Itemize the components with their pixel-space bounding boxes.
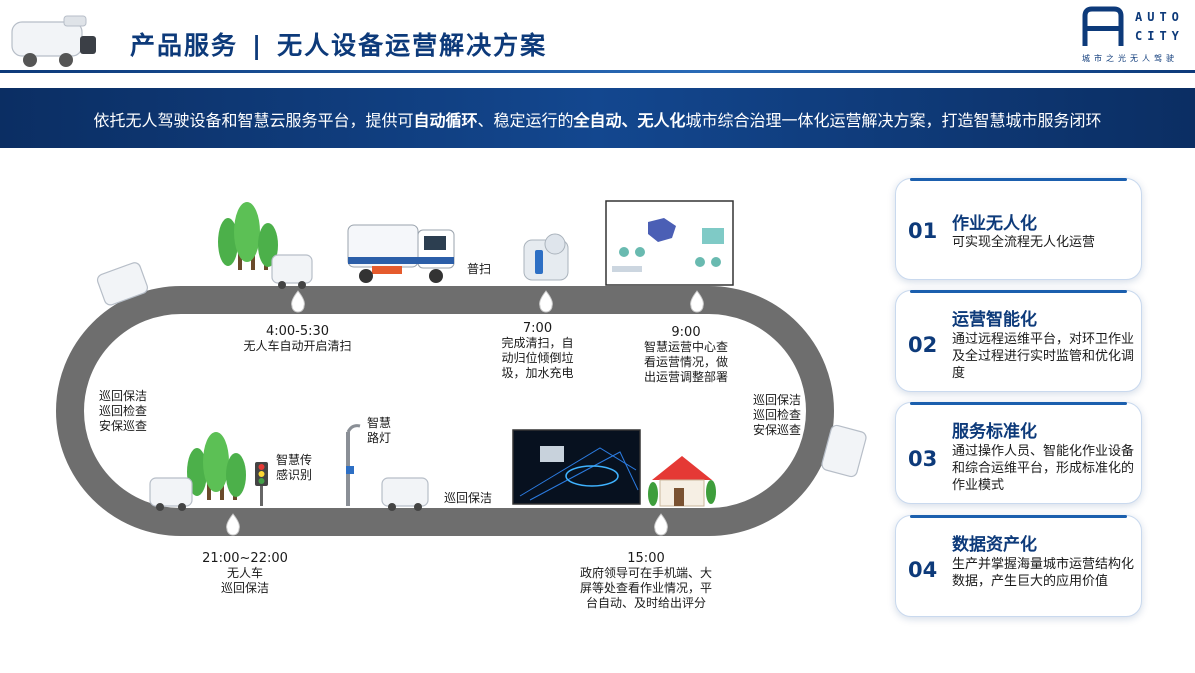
sweeper-vehicle-icon-3 [150,478,192,511]
left-patrol-line-1: 巡回保洁 [99,389,147,404]
stop-9am-desc-1: 智慧运营中心查 [636,340,736,355]
street-light-label: 智慧 路灯 [367,416,391,446]
card-title: 服务标准化 [952,417,1037,442]
card-title: 运营智能化 [952,305,1037,330]
street-light-icon [346,426,360,506]
feature-card-01: 01 作业无人化 可实现全流程无人化运营 [895,178,1142,280]
card-number: 04 [908,558,937,582]
tree-icon-bottom [187,432,246,500]
vehicle-logo-image [4,12,104,70]
card-title: 作业无人化 [952,209,1037,234]
right-patrol-line-2: 巡回检查 [753,408,801,423]
card-description: 生产并掌握海量城市运营结构化数据，产生巨大的应用价值 [952,556,1136,590]
stop-7am-desc-1: 完成清扫，自 [490,336,585,351]
card-accent [910,515,1127,518]
traffic-sensing-label-2: 感识别 [276,468,312,483]
sweeper-vehicle-icon-2 [272,255,312,289]
stop-21pm-desc-2: 巡回保洁 [185,581,305,596]
stop-9am-desc-3: 出运营调整部署 [636,370,736,385]
logo-text-city: CITY [1135,29,1184,43]
stop-7am: 7:00 完成清扫，自 动归位倾倒垃 圾，加水充电 [490,321,585,381]
stop-9am-time: 9:00 [636,325,736,340]
sweeper-vehicle-icon-4 [382,478,428,511]
card-title: 数据资产化 [952,530,1037,555]
stop-4am-desc: 无人车自动开启清扫 [225,339,370,354]
traffic-sensing-label-1: 智慧传 [276,453,312,468]
card-number: 01 [908,219,937,243]
card-description: 通过远程运维平台，对环卫作业及全过程进行实时监管和优化调度 [952,331,1136,382]
tree-icon-top [218,202,278,270]
traffic-light-icon [255,462,268,506]
logo-subtitle: 城市之光无人驾驶 [1082,53,1178,64]
card-accent [910,290,1127,293]
left-patrol-line-2: 巡回检查 [99,404,147,419]
right-patrol-labels: 巡回保洁 巡回检查 安保巡查 [753,393,801,438]
logo-text-auto: AUTO [1135,10,1184,24]
stop-21pm: 21:00~22:00 无人车 巡回保洁 [185,551,305,596]
sweep-label: 普扫 [467,262,491,277]
auto-city-logo-icon [1082,6,1124,48]
stop-7am-time: 7:00 [490,321,585,336]
stop-21pm-time: 21:00~22:00 [185,551,305,566]
header-divider [0,70,1195,73]
banner-text: 依托无人驾驶设备和智慧云服务平台，提供可自动循环、稳定运行的全自动、无人化城市综… [0,107,1195,131]
stop-4am: 4:00-5:30 无人车自动开启清扫 [225,324,370,354]
street-sweeper-truck-icon [348,225,454,283]
right-patrol-line-1: 巡回保洁 [753,393,801,408]
city-monitor-screen-image [513,430,640,504]
card-description: 可实现全流程无人化运营 [952,234,1136,251]
card-accent [910,178,1127,181]
stop-4am-time: 4:00-5:30 [225,324,370,339]
stop-7am-desc-3: 圾，加水充电 [490,366,585,381]
stop-15pm-desc-1: 政府领导可在手机端、大 [566,566,726,581]
stop-15pm: 15:00 政府领导可在手机端、大 屏等处查看作业情况，平 台自动、及时给出评分 [566,551,726,611]
street-light-label-1: 智慧 [367,416,391,431]
patrol-clean-label: 巡回保洁 [444,491,492,506]
stop-21pm-desc-1: 无人车 [185,566,305,581]
charging-station-icon [524,234,568,280]
card-description: 通过操作人员、智能化作业设备和综合运维平台，形成标准化的作业模式 [952,443,1136,494]
card-accent [910,402,1127,405]
feature-card-03: 03 服务标准化 通过操作人员、智能化作业设备和综合运维平台，形成标准化的作业模… [895,402,1142,504]
stop-15pm-desc-3: 台自动、及时给出评分 [566,596,726,611]
stop-9am-desc-2: 看运营情况，做 [636,355,736,370]
feature-card-04: 04 数据资产化 生产并掌握海量城市运营结构化数据，产生巨大的应用价值 [895,515,1142,617]
stop-9am: 9:00 智慧运营中心查 看运营情况，做 出运营调整部署 [636,325,736,385]
right-patrol-line-3: 安保巡查 [753,423,801,438]
page-title: 产品服务|无人设备运营解决方案 [130,26,547,62]
street-light-label-2: 路灯 [367,431,391,446]
left-patrol-line-3: 安保巡查 [99,419,147,434]
stop-7am-desc-2: 动归位倾倒垃 [490,351,585,366]
card-number: 03 [908,447,937,471]
stop-15pm-time: 15:00 [566,551,726,566]
feature-card-02: 02 运营智能化 通过远程运维平台，对环卫作业及全过程进行实时监管和优化调度 [895,290,1142,392]
card-number: 02 [908,333,937,357]
traffic-sensing-label: 智慧传 感识别 [276,453,312,483]
left-patrol-labels: 巡回保洁 巡回检查 安保巡查 [99,389,147,434]
house-icon [648,456,716,506]
dashboard-screen-image [606,201,733,285]
stop-15pm-desc-2: 屏等处查看作业情况，平 [566,581,726,596]
